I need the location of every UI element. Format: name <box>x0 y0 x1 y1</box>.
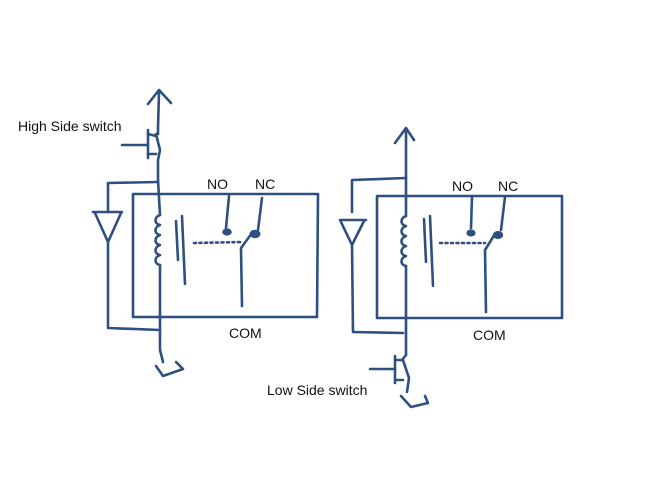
supply-arrow-right <box>393 126 416 180</box>
relay-right-com-label: COM <box>473 327 506 343</box>
no-contact-left <box>222 228 232 236</box>
no-contact-right <box>466 229 476 237</box>
relay-coil-left <box>154 178 185 378</box>
relay-left-nc-label: NC <box>255 176 276 192</box>
relay-right-nc-label: NC <box>498 178 519 194</box>
low-side-circuit <box>338 126 564 409</box>
relay-right <box>375 194 564 320</box>
relay-coil-right <box>400 176 408 357</box>
low-side-switch-symbol <box>368 353 430 409</box>
low-side-switch-label: Low Side switch <box>267 382 368 398</box>
supply-arrow-left <box>146 88 173 130</box>
relay-left-com-label: COM <box>229 325 262 341</box>
relay-left-no-label: NO <box>207 176 228 192</box>
high-side-circuit <box>91 88 320 378</box>
high-side-switch-symbol <box>120 126 162 182</box>
flyback-diode-left <box>91 180 162 332</box>
relay-left <box>131 192 320 319</box>
flyback-diode-right <box>338 176 408 335</box>
high-side-switch-label: High Side switch <box>18 118 122 134</box>
relay-right-no-label: NO <box>452 178 473 194</box>
